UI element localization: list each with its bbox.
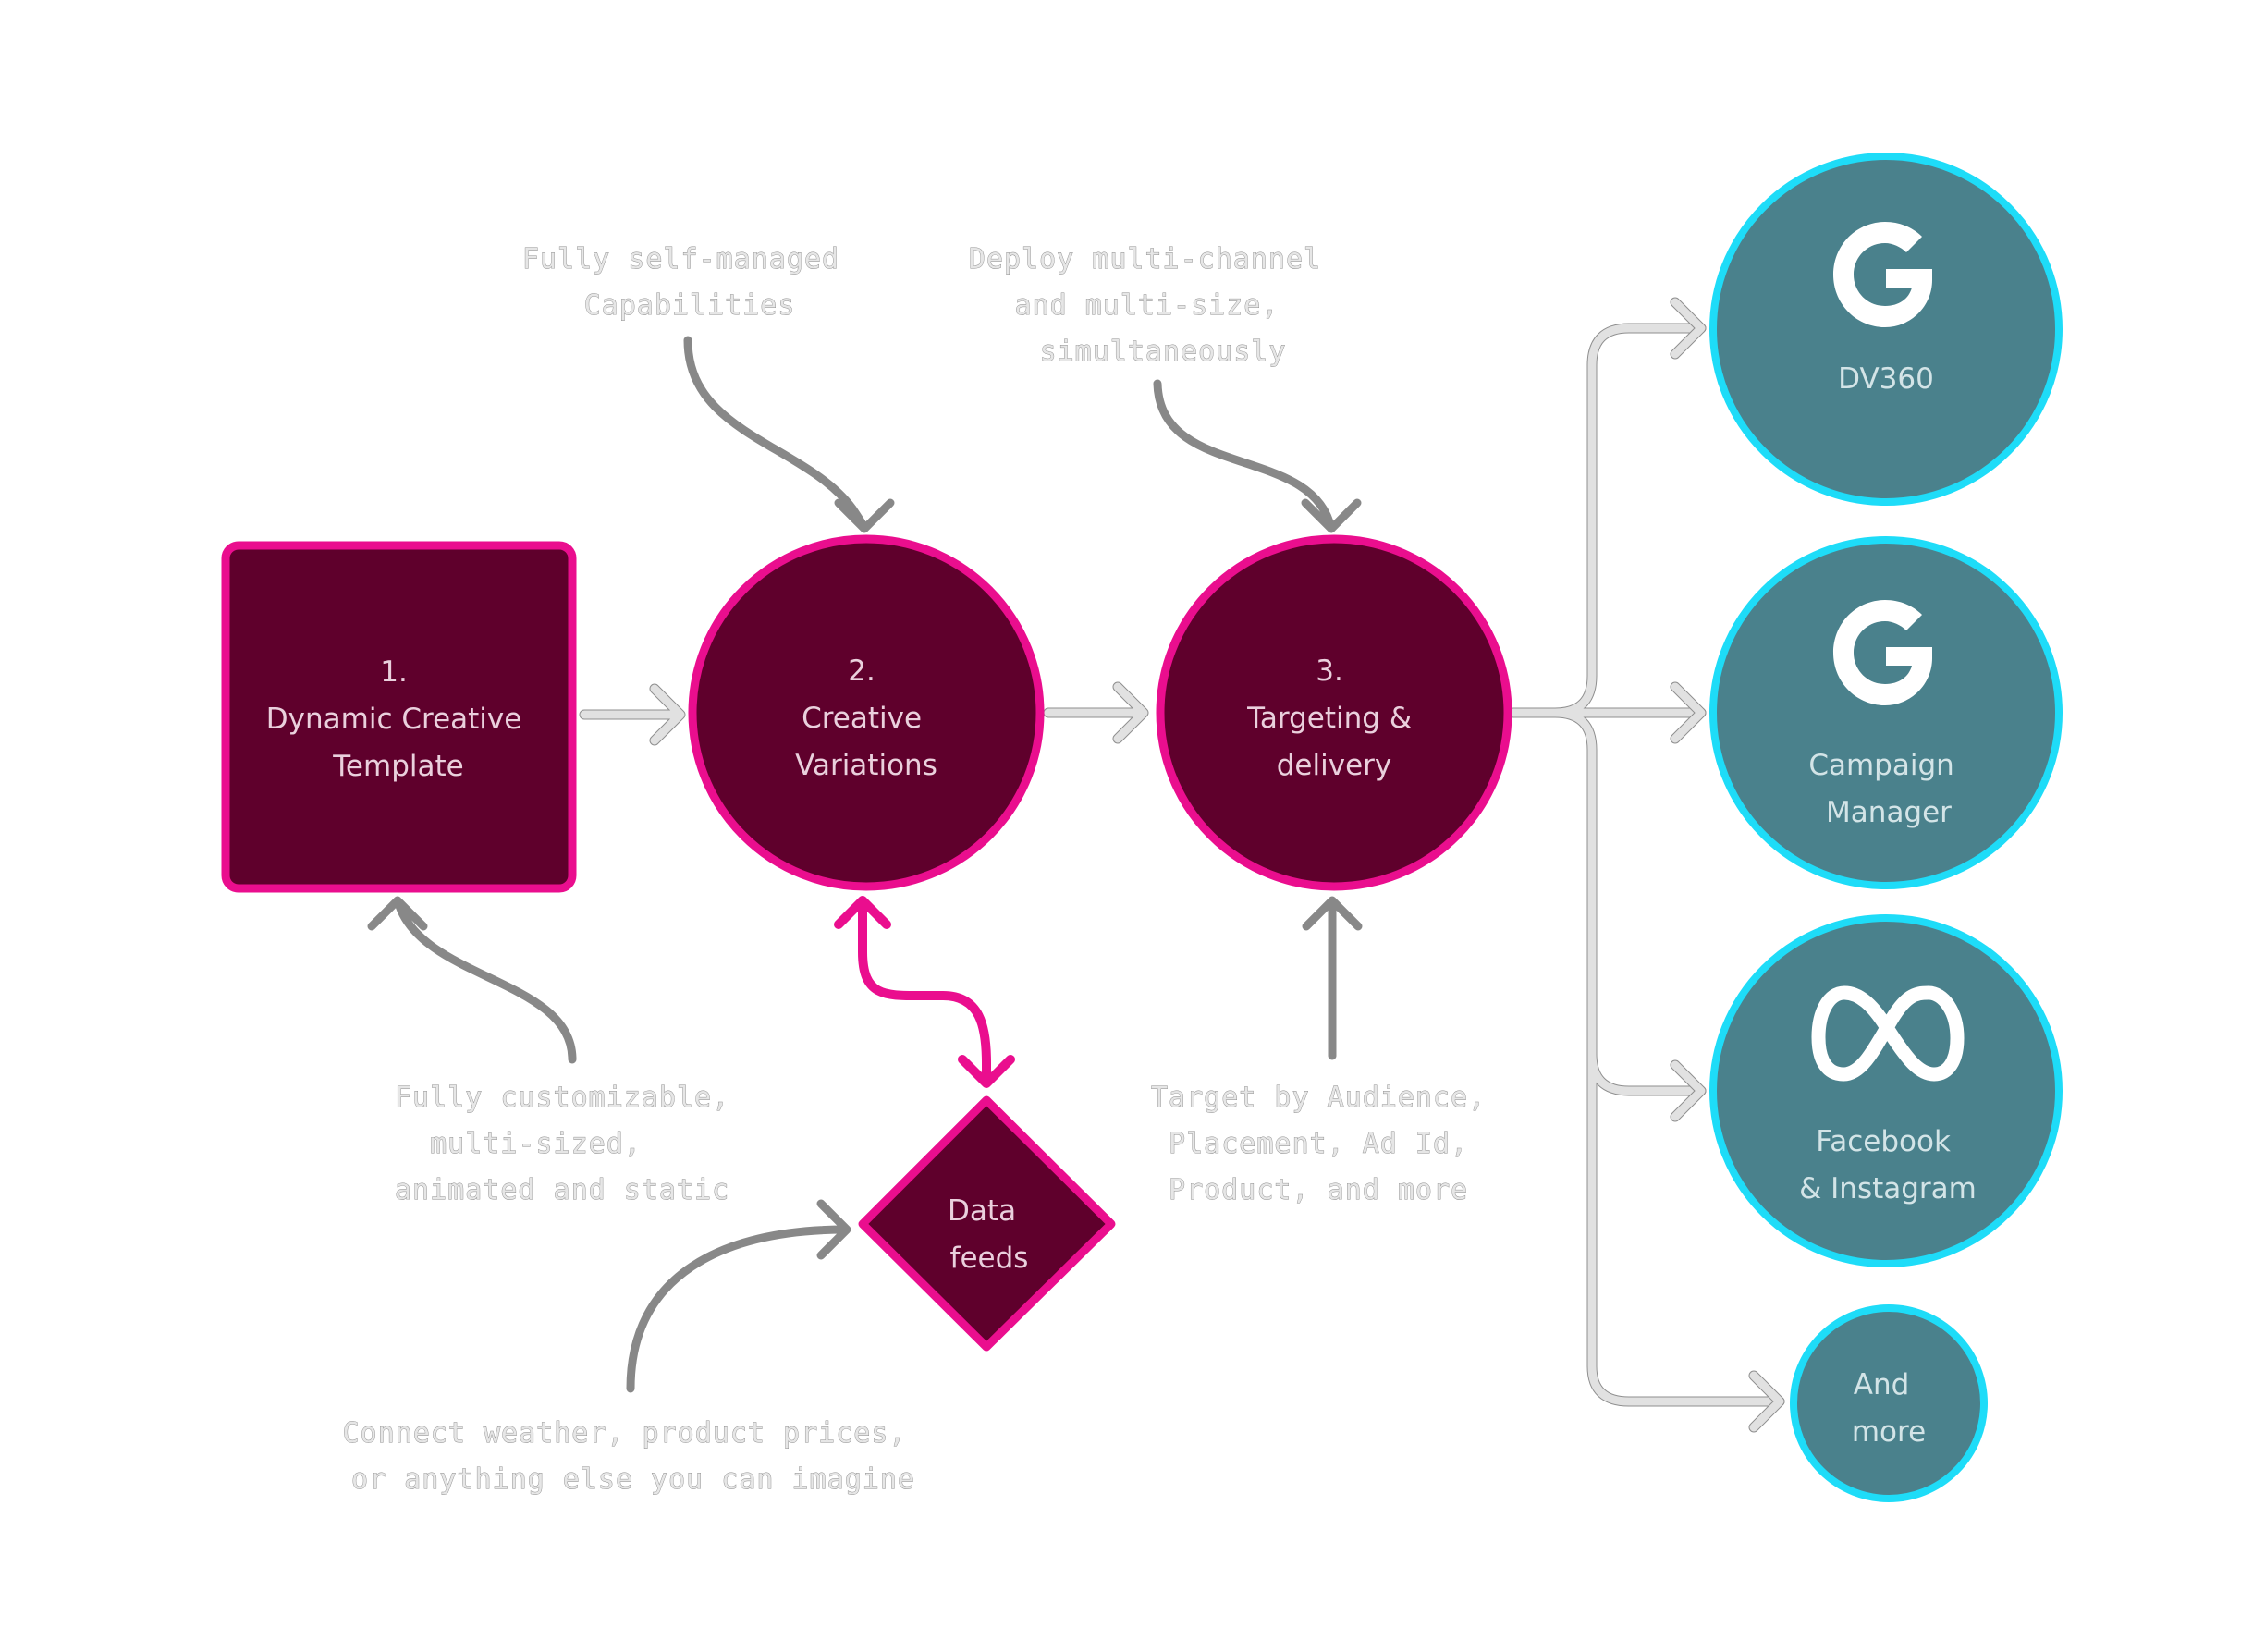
step-targeting-label: 3. Targeting & delivery (1246, 655, 1421, 782)
annotation-targeting: Target by Audience, Placement, Ad Id, Pr… (1151, 1082, 1486, 1207)
step-variations[interactable]: 2. Creative Variations (688, 534, 1045, 891)
step-number: 1. (380, 655, 408, 689)
step-number: 3. (1316, 655, 1343, 688)
arrow-self-managed-to-variations (683, 336, 895, 533)
arrow-customizable-to-template (367, 896, 577, 1064)
flow-arrow-variations-to-targeting (1043, 681, 1149, 744)
platform-dv360[interactable]: DV360 (1709, 153, 2063, 506)
arrowhead-and-more (1748, 1370, 1785, 1433)
platform-campaign-manager[interactable]: Campaign Manager (1709, 536, 2063, 889)
arrow-targeting-note-to-targeting (1302, 896, 1363, 1060)
arrowhead-campaign-manager (1670, 681, 1707, 744)
platform-dv360-label: DV360 (1838, 362, 1934, 396)
platform-and-more-label: And more (1852, 1368, 1926, 1449)
platform-facebook-instagram[interactable]: Facebook & Instagram (1709, 914, 2063, 1267)
step-targeting[interactable]: 3. Targeting & delivery (1156, 534, 1512, 891)
arrow-data-connect-to-feeds (626, 1199, 851, 1393)
platform-facebook-instagram-label: Facebook & Instagram (1799, 1125, 1977, 1205)
annotation-multi-channel: Deploy multi-channel and multi-size, sim… (969, 243, 1339, 368)
annotation-self-managed: Fully self-managed Capabilities (522, 243, 857, 322)
data-feeds-label: Data feeds (948, 1194, 1028, 1275)
step-number: 2. (848, 655, 875, 688)
step-variations-label: 2. Creative Variations (795, 655, 937, 782)
flow-arrow-template-to-variations (579, 683, 686, 746)
arrowhead-facebook (1670, 1059, 1707, 1122)
arrow-multi-channel-to-targeting (1153, 379, 1362, 533)
arrow-variations-data-feeds (834, 896, 1015, 1088)
branch-connector (1508, 323, 1785, 1407)
step-template-label: 1. Dynamic Creative Template (266, 655, 531, 783)
annotation-customizable: Fully customizable, multi-sized, animate… (0, 0, 817, 1206)
google-g-icon (1833, 222, 1932, 327)
annotation-data-connect: Connect weather, product prices, or anyt… (342, 1417, 924, 1496)
google-g-icon (1833, 600, 1932, 705)
platform-campaign-manager-label: Campaign Manager (1808, 749, 1963, 829)
platform-and-more[interactable]: And more (1790, 1304, 1988, 1502)
arrowhead-dv360 (1670, 297, 1707, 360)
data-feeds-node[interactable]: Data feeds (858, 1095, 1116, 1352)
meta-infinity-icon (1811, 985, 1965, 1082)
step-template[interactable]: 1. Dynamic Creative Template (221, 541, 577, 893)
